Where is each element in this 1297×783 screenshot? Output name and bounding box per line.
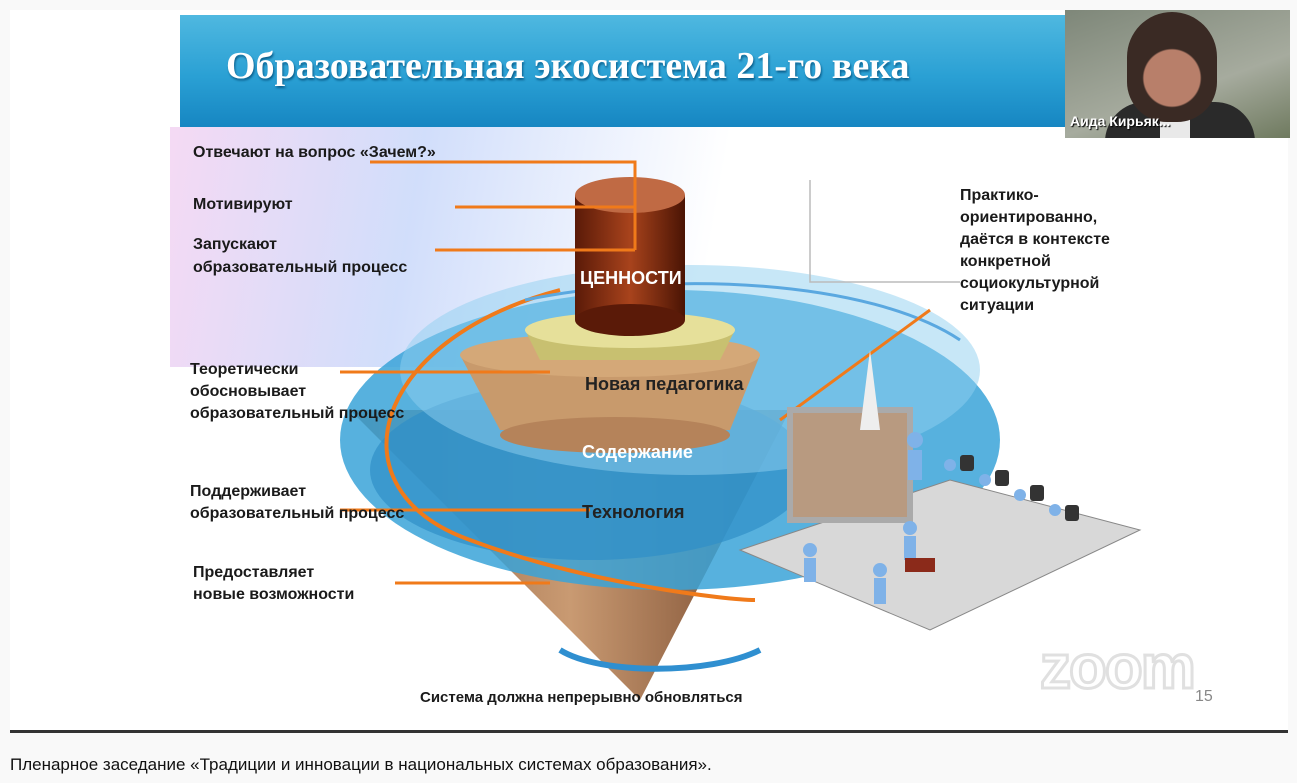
layer-values: ЦЕННОСТИ xyxy=(580,268,682,288)
label-practice-4: конкретной xyxy=(960,253,1051,270)
video-caption: Пленарное заседание «Традиции и инноваци… xyxy=(10,755,712,774)
label-provide-2: новые возможности xyxy=(193,586,355,603)
slide-page-number: 15 xyxy=(1195,688,1213,705)
values-cylinder xyxy=(575,195,685,320)
slide-title: Образовательная экосистема 21-го века xyxy=(226,45,910,87)
label-theory: Теоретически xyxy=(190,361,299,378)
zoom-watermark: zoom xyxy=(1039,632,1198,704)
label-practice-2: ориентированно, xyxy=(960,209,1098,226)
label-support-2: образовательный процесс xyxy=(190,505,405,522)
classroom-illustration xyxy=(738,350,1142,631)
layer-pedagogy: Новая педагогика xyxy=(585,374,744,394)
orbit-arrow xyxy=(384,288,756,602)
title-banner xyxy=(180,15,1080,127)
bracket-line xyxy=(809,180,960,283)
label-theory-3: образовательный процесс xyxy=(190,405,405,422)
participant-name: Аида Кирьяк... xyxy=(1070,113,1171,129)
participant-video[interactable]: Аида Кирьяк... xyxy=(1065,10,1290,138)
label-provide: Предоставляет xyxy=(193,564,315,581)
label-practice-1: Практико- xyxy=(960,187,1039,204)
label-why: Отвечают на вопрос «Зачем?» xyxy=(193,144,436,161)
label-practice-6: ситуации xyxy=(960,297,1035,314)
ecosystem-illustration xyxy=(340,160,1142,700)
participant-avatar xyxy=(1127,12,1217,122)
label-practice-3: даётся в контексте xyxy=(960,231,1110,248)
video-frame: Образовательная экосистема 21-го века xyxy=(10,10,1290,733)
layer-technology: Технология xyxy=(582,502,685,522)
renewal-arrow xyxy=(558,647,762,672)
connector-lines xyxy=(340,160,931,585)
label-practice-5: социокультурной xyxy=(960,275,1100,292)
bottom-text: Система должна непрерывно обновляться xyxy=(420,689,743,706)
label-launch-2: образовательный процесс xyxy=(193,259,408,276)
layer-content: Содержание xyxy=(582,442,693,462)
label-launch: Запускают xyxy=(193,236,277,253)
label-theory-2: обосновывает xyxy=(190,383,307,400)
label-support: Поддерживает xyxy=(190,483,307,500)
label-motivate: Мотивируют xyxy=(193,196,293,213)
